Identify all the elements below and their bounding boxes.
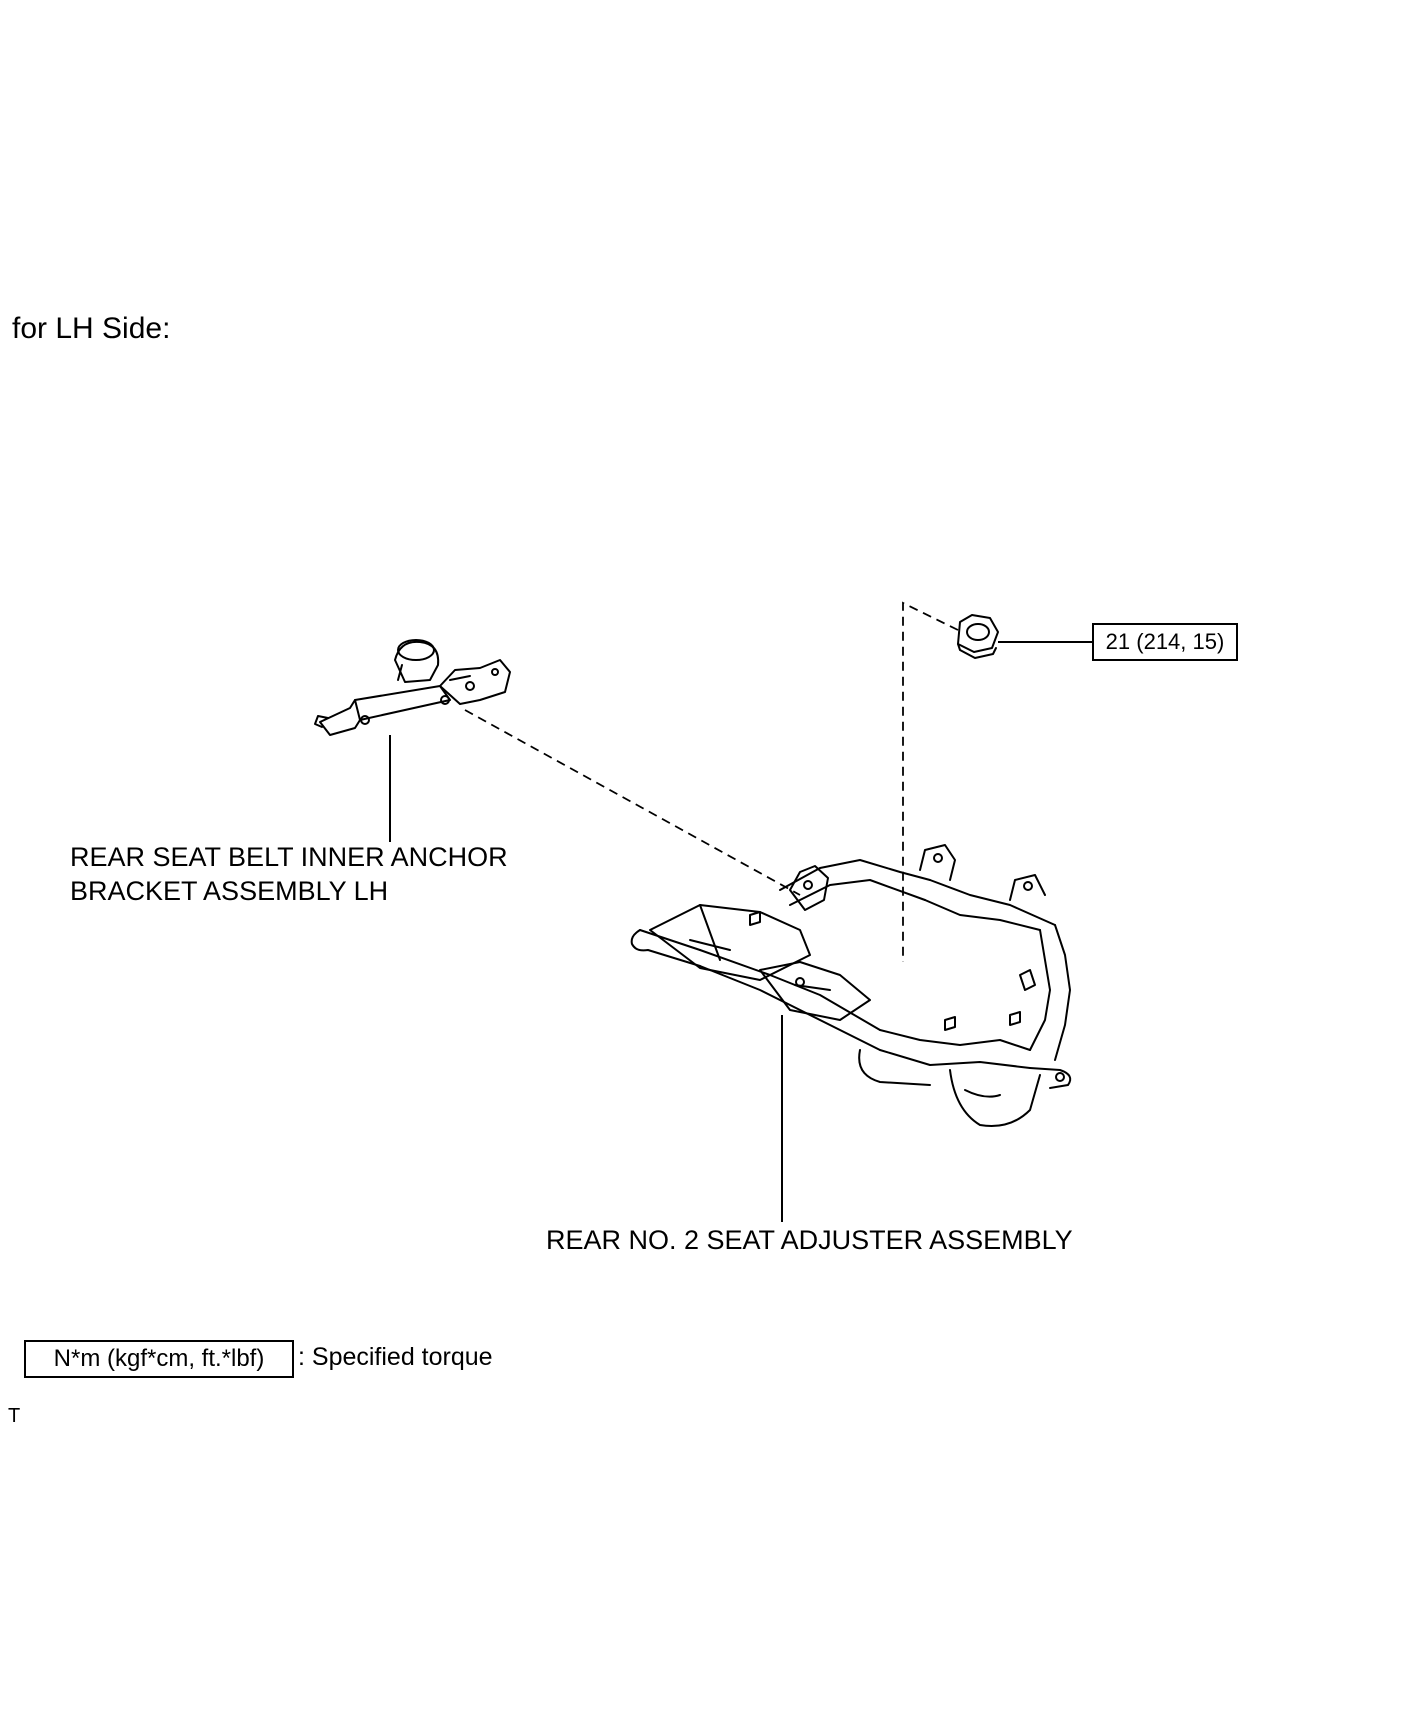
corner-mark: T <box>8 1405 21 1427</box>
torque-legend-box: N*m (kgf*cm, ft.*lbf) <box>24 1340 294 1378</box>
torque-callout-box: 21 (214, 15) <box>1092 623 1238 661</box>
seat-belt-anchor-bracket <box>314 639 511 736</box>
bracket-label-line2: BRACKET ASSEMBLY LH <box>70 876 389 906</box>
adjuster-label: REAR NO. 2 SEAT ADJUSTER ASSEMBLY <box>546 1225 1073 1255</box>
torque-legend-text: : Specified torque <box>298 1343 493 1371</box>
bracket-label-line1: REAR SEAT BELT INNER ANCHOR <box>70 842 508 872</box>
bracket-label: REAR SEAT BELT INNER ANCHOR BRACKET ASSE… <box>70 840 508 908</box>
diagram-heading: for LH Side: <box>12 312 171 345</box>
seat-adjuster-assembly <box>630 844 1072 1127</box>
nut-dashed-line <box>902 601 959 962</box>
bracket-dashed-line <box>464 709 801 896</box>
hex-nut-icon <box>957 614 999 659</box>
